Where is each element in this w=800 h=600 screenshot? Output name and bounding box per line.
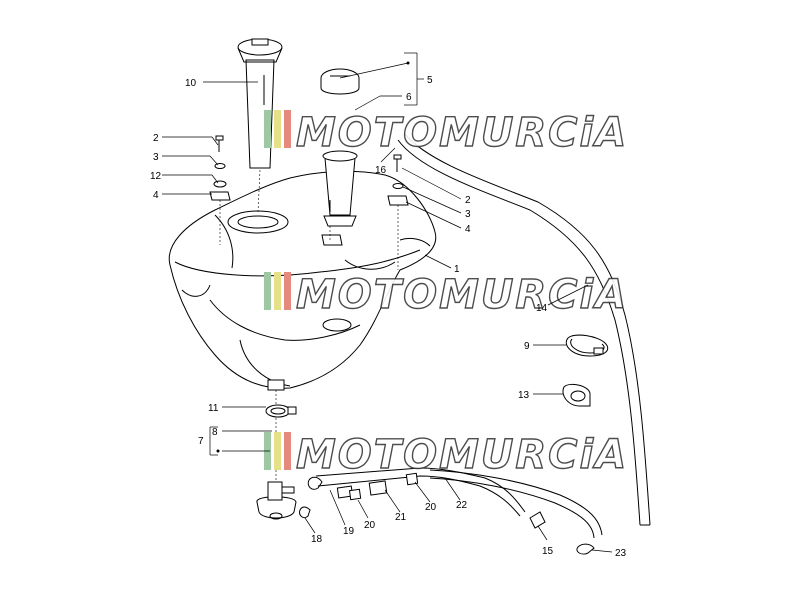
- callout-23: 23: [615, 548, 627, 559]
- watermark-stripe-green: [264, 110, 271, 148]
- callout-10: 10: [185, 78, 197, 89]
- leader-lines: [162, 52, 613, 553]
- mounting-hardware-left: [209, 135, 231, 201]
- clip-13: [562, 383, 591, 407]
- callout-22: 22: [456, 500, 468, 511]
- callout-16: 16: [375, 165, 387, 176]
- callout-3-left: 3: [153, 152, 159, 163]
- fuel-cap: [320, 68, 360, 95]
- callout-7: 7: [198, 436, 204, 447]
- callout-4-right: 4: [465, 224, 471, 235]
- hose-clamp-11: [265, 404, 297, 418]
- breather-tube: [397, 133, 651, 526]
- clamp-9: [565, 334, 609, 357]
- clip-15: [529, 511, 546, 529]
- callout-8: 8: [212, 427, 218, 438]
- callout-13: 13: [518, 390, 530, 401]
- callout-12: 12: [150, 171, 162, 182]
- fuel-tank: [168, 170, 437, 391]
- callout-3-right: 3: [465, 209, 471, 220]
- watermark-stripe-yellow: [274, 272, 281, 310]
- callout-14: 14: [536, 303, 548, 314]
- fuel-hose-assembly: [299, 467, 603, 539]
- watermark-text: MOTOMURCiA: [296, 272, 628, 318]
- callout-9: 9: [524, 341, 530, 352]
- callout-19: 19: [343, 526, 355, 537]
- watermark-stripe-yellow: [274, 432, 281, 470]
- callout-6: 6: [406, 92, 412, 103]
- callout-4-left: 4: [153, 190, 159, 201]
- callout-20-b: 20: [425, 502, 437, 513]
- watermark-stripe-green: [264, 272, 271, 310]
- watermark-stripe-yellow: [274, 110, 281, 148]
- callout-11: 11: [208, 403, 219, 414]
- watermark-stripe-red: [284, 432, 291, 470]
- mounting-hardware-right: [387, 154, 409, 206]
- watermark-top: MOTOMURCiA: [264, 109, 628, 157]
- callout-15: 15: [542, 546, 554, 557]
- watermark-text: MOTOMURCiA: [296, 432, 628, 478]
- callout-numbers: 10 2 3 12 4 5 6 16 2 3 4 1 14 9 13 11 7 …: [150, 75, 627, 559]
- callout-18: 18: [311, 534, 323, 545]
- watermark-stripe-red: [284, 110, 291, 148]
- callout-2-right: 2: [465, 195, 471, 206]
- callout-2-left: 2: [153, 133, 159, 144]
- fuel-valve: [256, 481, 297, 520]
- watermark-bottom: MOTOMURCiA: [264, 431, 628, 479]
- watermark-text: MOTOMURCiA: [296, 110, 628, 156]
- callout-1: 1: [454, 264, 460, 275]
- fuel-sender-neck: [322, 150, 358, 227]
- callout-20-a: 20: [364, 520, 376, 531]
- watermark-middle: MOTOMURCiA: [264, 271, 628, 319]
- clip-23: [576, 543, 595, 555]
- mounting-hardware-center: [321, 200, 343, 246]
- watermark-stripe-red: [284, 272, 291, 310]
- callout-21: 21: [395, 512, 407, 523]
- callout-5: 5: [427, 75, 433, 86]
